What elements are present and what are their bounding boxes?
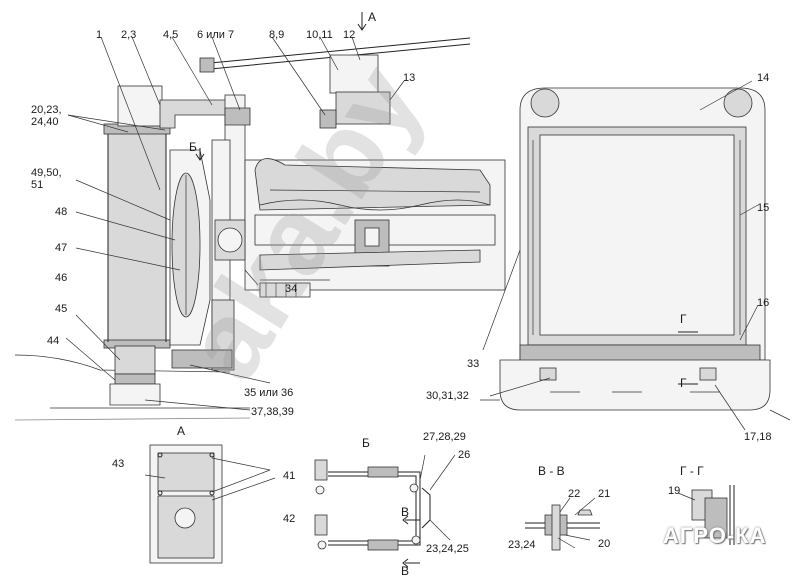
callout-10: 20,23, 24,40 xyxy=(31,104,62,128)
view-mark-v-bottom: В xyxy=(401,564,410,578)
callout-28: 27,28,29 xyxy=(423,431,466,443)
callout-30: 23,24,25 xyxy=(426,543,469,555)
callout-3: 4,5 xyxy=(163,29,179,41)
view-mark-b: Б xyxy=(189,140,197,154)
detail-view-a xyxy=(144,444,276,564)
callout-26: 41 xyxy=(283,470,296,482)
detail-view-b xyxy=(314,454,456,568)
agroka-logo: АГРО-КА xyxy=(663,523,767,548)
callout-20: 34 xyxy=(285,283,298,295)
view-mark-g-bottom: Г xyxy=(680,376,687,390)
fan-shroud xyxy=(169,149,211,346)
radiator-front-view xyxy=(480,87,791,421)
callout-27: 42 xyxy=(283,513,296,525)
callout-17: 15 xyxy=(757,202,770,214)
engine-block xyxy=(171,158,506,371)
callout-12: 48 xyxy=(55,206,68,218)
callout-5: 8,9 xyxy=(269,29,285,41)
callout-7: 12 xyxy=(343,29,356,41)
view-mark-g-top: Г xyxy=(680,312,687,326)
callout-24: 17,18 xyxy=(744,431,772,443)
callout-18: 16 xyxy=(757,297,770,309)
callout-21: 35 или 36 xyxy=(244,387,294,399)
section-title-b: Б xyxy=(362,436,370,450)
callout-25: 43 xyxy=(112,458,125,470)
callout-11: 49,50, 51 xyxy=(31,167,62,191)
callout-4: 6 или 7 xyxy=(197,29,235,41)
callout-6: 10,11 xyxy=(306,29,333,41)
leader-lines xyxy=(65,36,759,431)
callout-14: 46 xyxy=(55,272,68,284)
section-title-a: А xyxy=(177,424,186,438)
section-v-v xyxy=(525,497,600,551)
ground-line xyxy=(14,345,251,421)
section-title-g-g: Г - Г xyxy=(680,464,704,478)
callout-33: 23,24 xyxy=(508,539,536,551)
radiator-side-view xyxy=(103,85,171,349)
section-g-g xyxy=(677,485,735,545)
view-arrows xyxy=(195,12,367,161)
exhaust-pipe xyxy=(199,37,471,129)
callout-9: 14 xyxy=(757,72,770,84)
view-mark-v-top: В xyxy=(401,505,410,519)
callout-23: 30,31,32 xyxy=(426,390,469,402)
callout-31: 22 xyxy=(568,488,581,500)
callout-15: 45 xyxy=(55,303,68,315)
section-title-v-v: В - В xyxy=(538,464,565,478)
callout-34: 20 xyxy=(598,538,611,550)
callout-29: 26 xyxy=(458,449,471,461)
view-mark-a: А xyxy=(368,10,377,24)
callout-8: 13 xyxy=(403,72,416,84)
callout-13: 47 xyxy=(55,242,68,254)
callout-35: 19 xyxy=(668,485,681,497)
callout-32: 21 xyxy=(598,488,611,500)
callout-19: 33 xyxy=(467,358,480,370)
callout-1: 1 xyxy=(96,29,103,41)
callout-22: 37,38,39 xyxy=(251,406,294,418)
callout-16: 44 xyxy=(47,335,60,347)
callout-2: 2,3 xyxy=(121,29,137,41)
